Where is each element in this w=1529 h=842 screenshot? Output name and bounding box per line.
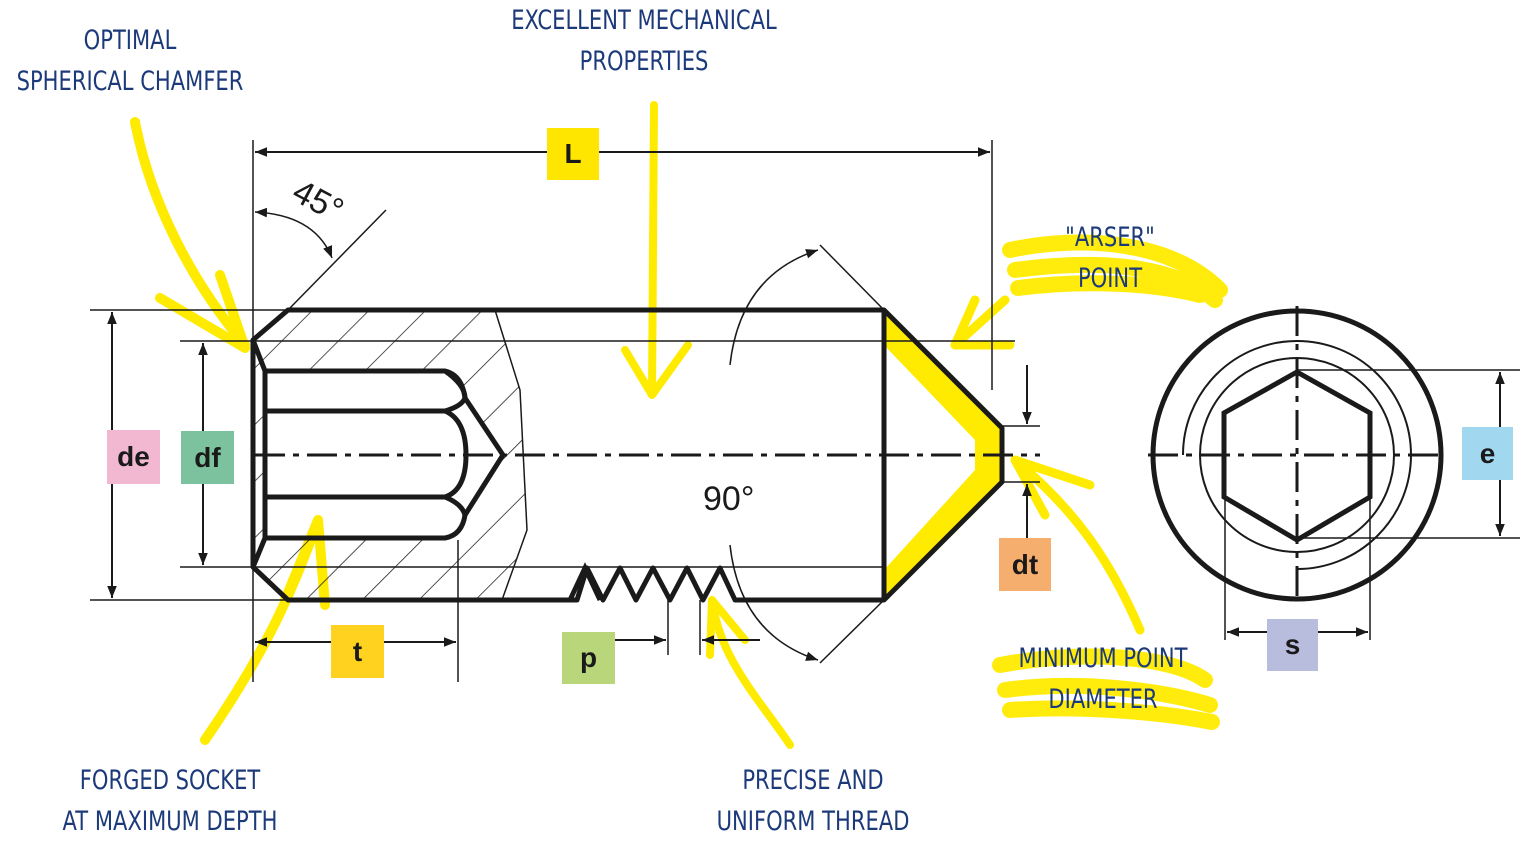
dimension-p-label: p xyxy=(562,632,615,684)
arser-highlight xyxy=(1002,234,1228,308)
dimension-df-label: df xyxy=(181,431,234,484)
mechanical-arrow xyxy=(621,101,692,399)
annotation-arser-point: "ARSER" POINT xyxy=(1032,217,1188,299)
annotation-line: EXCELLENT MECHANICAL xyxy=(511,5,777,36)
annotation-line: "ARSER" xyxy=(1065,222,1155,253)
screw-outline xyxy=(90,140,1040,682)
dimension-e-label: e xyxy=(1462,427,1513,480)
annotation-line: PROPERTIES xyxy=(579,46,709,77)
dimension-s-label: s xyxy=(1267,619,1318,671)
point-angle-label: 90° xyxy=(703,480,755,518)
annotation-line: OPTIMAL xyxy=(83,25,177,56)
annotation-line: FORGED SOCKET xyxy=(79,765,261,796)
annotation-spherical-chamfer: OPTIMAL SPHERICAL CHAMFER xyxy=(13,20,247,102)
annotation-line: DIAMETER xyxy=(1048,684,1158,715)
dimension-de-label: de xyxy=(107,430,160,484)
annotation-mechanical-properties: EXCELLENT MECHANICAL PROPERTIES xyxy=(508,0,781,82)
dimension-dt-label: dt xyxy=(999,538,1051,591)
annotation-line: MINIMUM POINT xyxy=(1018,643,1188,674)
annotation-line: POINT xyxy=(1077,263,1143,294)
chamfer-arrow xyxy=(130,117,250,353)
annotation-line: PRECISE AND xyxy=(742,765,884,796)
min-point-highlight xyxy=(992,648,1220,730)
arser-arrow xyxy=(950,295,1015,350)
thread-arrow xyxy=(706,596,794,749)
annotation-minimum-point-diameter: MINIMUM POINT DIAMETER xyxy=(994,638,1212,720)
annotation-line: AT MAXIMUM DEPTH xyxy=(62,806,278,837)
point-highlight xyxy=(884,310,1002,600)
annotation-line: SPHERICAL CHAMFER xyxy=(16,66,244,97)
dimension-L-label: L xyxy=(547,128,599,180)
annotation-forged-socket: FORGED SOCKET AT MAXIMUM DEPTH xyxy=(53,760,287,842)
annotation-uniform-thread: PRECISE AND UNIFORM THREAD xyxy=(696,760,930,842)
end-view xyxy=(1148,306,1520,640)
annotation-line: UNIFORM THREAD xyxy=(716,806,910,837)
dimension-t-label: t xyxy=(331,625,384,678)
